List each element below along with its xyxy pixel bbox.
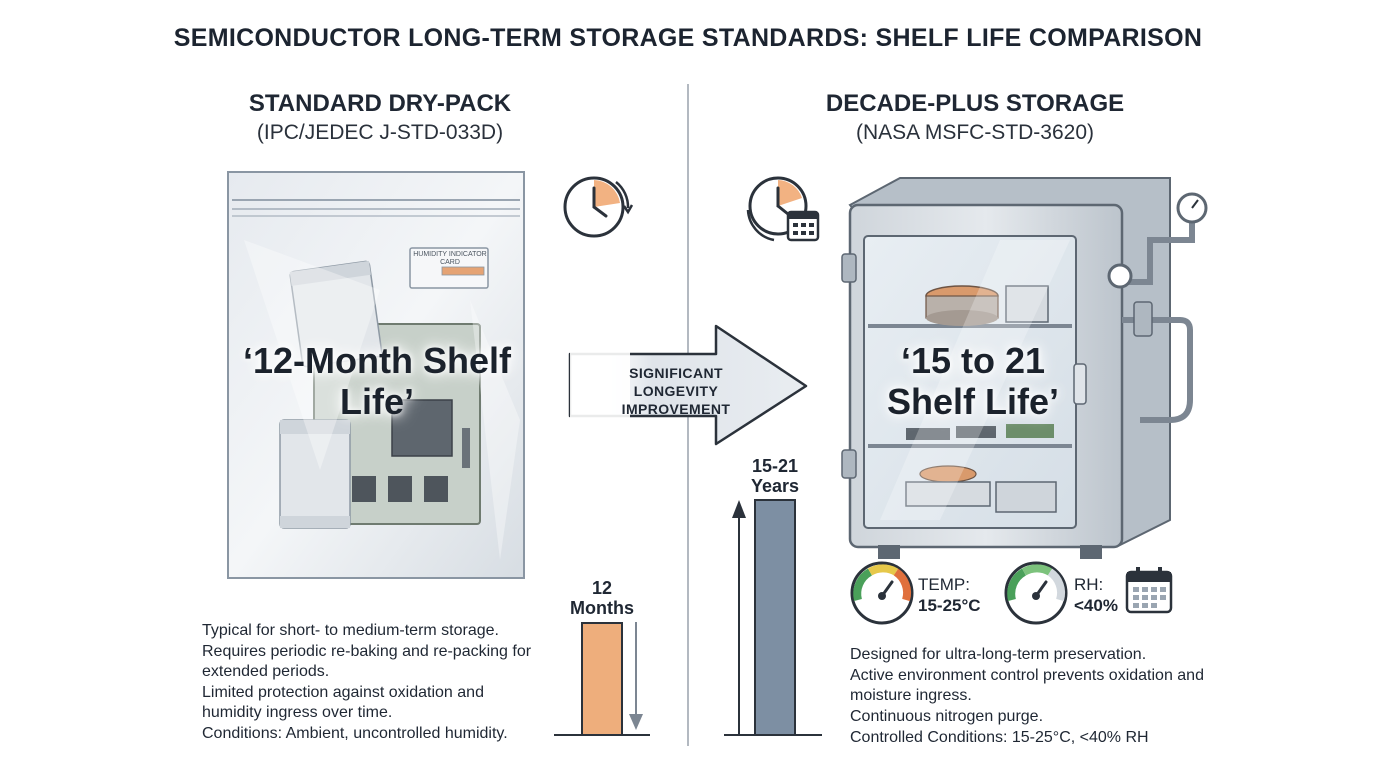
left-bar-label: 12 Months (570, 578, 634, 618)
left-note-1: Typical for short- to medium-term storag… (202, 622, 499, 639)
right-note-4: Controlled Conditions: 15-25°C, <40% RH (850, 729, 1149, 746)
temperature-readout: TEMP: 15-25°C (918, 575, 981, 615)
left-standard: (IPC/JEDEC J-STD-033D) (256, 121, 504, 144)
right-note-1: Designed for ultra-long-term preservatio… (850, 646, 1147, 663)
left-note-4: Conditions: Ambient, uncontrolled humidi… (202, 725, 508, 742)
calendar-icon (1125, 567, 1173, 614)
left-heading: STANDARD DRY-PACK (248, 90, 512, 117)
right-bar-label: 15-21 Years (750, 456, 800, 496)
improvement-arrow (568, 324, 808, 446)
right-heading: DECADE-PLUS STORAGE (825, 90, 1125, 117)
right-shelf-life-callout: ‘15 to 21 Shelf Life’ (886, 340, 1060, 422)
right-standard: (NASA MSFC-STD-3620) (855, 121, 1095, 144)
humidity-readout: RH: <40% (1074, 575, 1118, 615)
temperature-gauge-icon (850, 561, 914, 625)
left-note-3: Limited protection against oxidation and… (202, 684, 484, 721)
clock-calendar-icon (746, 176, 820, 242)
left-shelf-life-bar (581, 622, 623, 736)
improvement-arrow-label: SIGNIFICANT LONGEVITY IMPROVEMENT (621, 365, 731, 417)
page-title: SEMICONDUCTOR LONG-TERM STORAGE STANDARD… (173, 24, 1203, 52)
left-notes: Typical for short- to medium-term storag… (202, 621, 542, 745)
right-notes: Designed for ultra-long-term preservatio… (850, 645, 1210, 749)
right-note-3: Continuous nitrogen purge. (850, 708, 1044, 725)
right-note-2: Active environment control prevents oxid… (850, 667, 1204, 704)
right-shelf-life-bar (754, 499, 796, 736)
clock-icon (563, 176, 634, 238)
humidity-indicator-card-label: HUMIDITY INDICATOR CARD (413, 251, 487, 266)
left-shelf-life-callout: ‘12-Month Shelf Life’ (243, 340, 511, 422)
left-note-2: Requires periodic re-baking and re-packi… (202, 643, 532, 680)
humidity-gauge-icon (1004, 561, 1068, 625)
